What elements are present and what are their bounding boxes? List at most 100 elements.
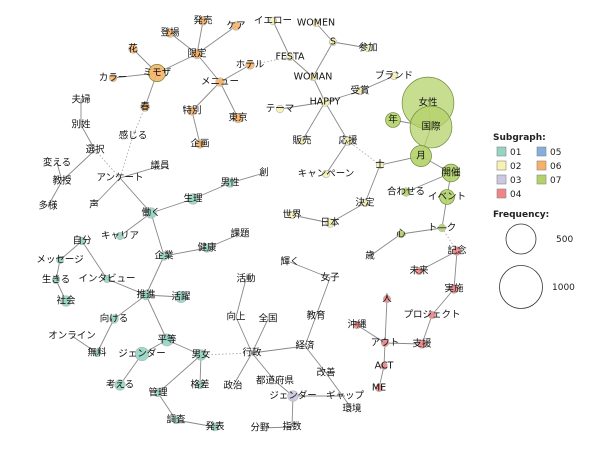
node-circle: [363, 43, 373, 53]
node-label: 男性: [220, 177, 240, 189]
node-circle: [275, 104, 285, 114]
node-circle: [312, 19, 320, 27]
edge: [150, 198, 194, 214]
node-label: 開催: [441, 167, 461, 179]
node-n10: 春: [140, 101, 150, 113]
node-label: アウト: [371, 338, 400, 349]
edge: [291, 214, 331, 224]
node-label: プロジェクト: [403, 310, 460, 321]
node-label: 感じる: [119, 130, 148, 142]
node-label: 社会: [56, 295, 76, 307]
edge: [251, 345, 306, 354]
node-circle: [298, 137, 306, 145]
node-p3: 全国: [258, 313, 277, 325]
node-t10: メッセージ: [36, 255, 83, 266]
edge: [301, 101, 326, 142]
node-r6: ME: [372, 383, 386, 394]
edge: [47, 180, 63, 207]
legend-label-03: 03: [510, 176, 521, 186]
node-label: 無料: [87, 347, 107, 359]
legend-label-01: 01: [510, 148, 521, 158]
node-label: 創: [259, 167, 269, 179]
node-p4: 行政: [242, 347, 262, 359]
node-label: 行政: [242, 347, 262, 359]
node-g2: 国際: [409, 105, 453, 149]
edge: [56, 162, 63, 182]
node-circle: [449, 284, 459, 294]
node-n7: カラー: [99, 73, 128, 84]
node-y13: キャンペーン: [298, 169, 355, 180]
legend-frequency-label-500: 500: [556, 235, 573, 245]
node-label: 限定: [187, 48, 207, 60]
node-label: 士: [375, 159, 385, 171]
node-label: 沖縄: [347, 319, 367, 331]
legend-label-02: 02: [510, 162, 521, 172]
node-circle: [215, 77, 225, 87]
node-circle: [225, 178, 235, 188]
node-label: アンケート: [96, 173, 143, 184]
node-label: インタビュー: [78, 274, 135, 285]
edge: [196, 20, 204, 55]
node-circle: [198, 16, 208, 26]
node-label: 健康: [197, 242, 217, 254]
node-label: 教授: [52, 175, 72, 187]
node-circle: [385, 112, 401, 128]
node-label: 声: [89, 199, 99, 211]
edge: [157, 354, 202, 394]
node-circle: [245, 60, 255, 70]
node-circle: [210, 422, 220, 432]
node-circle: [409, 105, 453, 149]
node-y17: 日本: [320, 217, 340, 229]
node-label: ギャップ: [326, 391, 365, 402]
node-label: 未来: [409, 265, 429, 277]
legend-frequency-label-1000: 1000: [552, 283, 575, 293]
dotted-edge: [94, 149, 121, 179]
node-n11: 特別: [182, 105, 201, 117]
node-p11: 改善: [316, 367, 336, 379]
node-label: 管理: [148, 387, 168, 399]
node-label: 女子: [320, 272, 340, 284]
node-label: 平等: [157, 334, 177, 346]
edge: [175, 419, 216, 428]
node-w3: 選択: [85, 144, 105, 156]
node-label: 向上: [226, 311, 246, 323]
node-label: 記念: [447, 245, 467, 257]
edge: [163, 247, 208, 257]
node-r10: プロジェクト: [403, 310, 460, 321]
edge: [418, 250, 458, 272]
dotted-edge: [200, 352, 253, 356]
node-label: 歳: [365, 250, 375, 262]
node-w8: 議員: [150, 160, 170, 172]
node-w7: アンケート: [96, 173, 143, 184]
edge: [106, 278, 147, 296]
node-label: 多様: [38, 200, 58, 212]
node-label: 応援: [338, 135, 358, 147]
node-circle: [92, 348, 102, 358]
edge: [119, 212, 152, 237]
node-circle: [286, 53, 294, 61]
node-circle: [437, 223, 447, 233]
node-label: 日本: [320, 217, 340, 229]
node-label: HAPPY: [310, 97, 341, 108]
edge: [279, 101, 326, 110]
node-circle: [389, 71, 399, 81]
node-label: 推進: [136, 289, 156, 301]
node-label: 発表: [205, 421, 225, 433]
node-label: 年: [388, 114, 398, 126]
edge: [251, 318, 269, 354]
node-circle: [328, 37, 338, 47]
node-label: ME: [372, 383, 386, 394]
node-y12: 応援: [338, 135, 358, 147]
edge: [359, 75, 395, 92]
edge: [369, 233, 402, 257]
node-circle: [268, 16, 278, 26]
node-circle: [441, 163, 461, 183]
legend-swatch-03: [496, 174, 507, 185]
node-p13: ジェンダー: [269, 390, 317, 402]
node-n3: 登場: [160, 27, 180, 39]
node-circle: [187, 193, 199, 205]
node-label: 支援: [412, 338, 432, 350]
node-label: 全国: [258, 313, 277, 325]
node-circle: [134, 346, 150, 362]
